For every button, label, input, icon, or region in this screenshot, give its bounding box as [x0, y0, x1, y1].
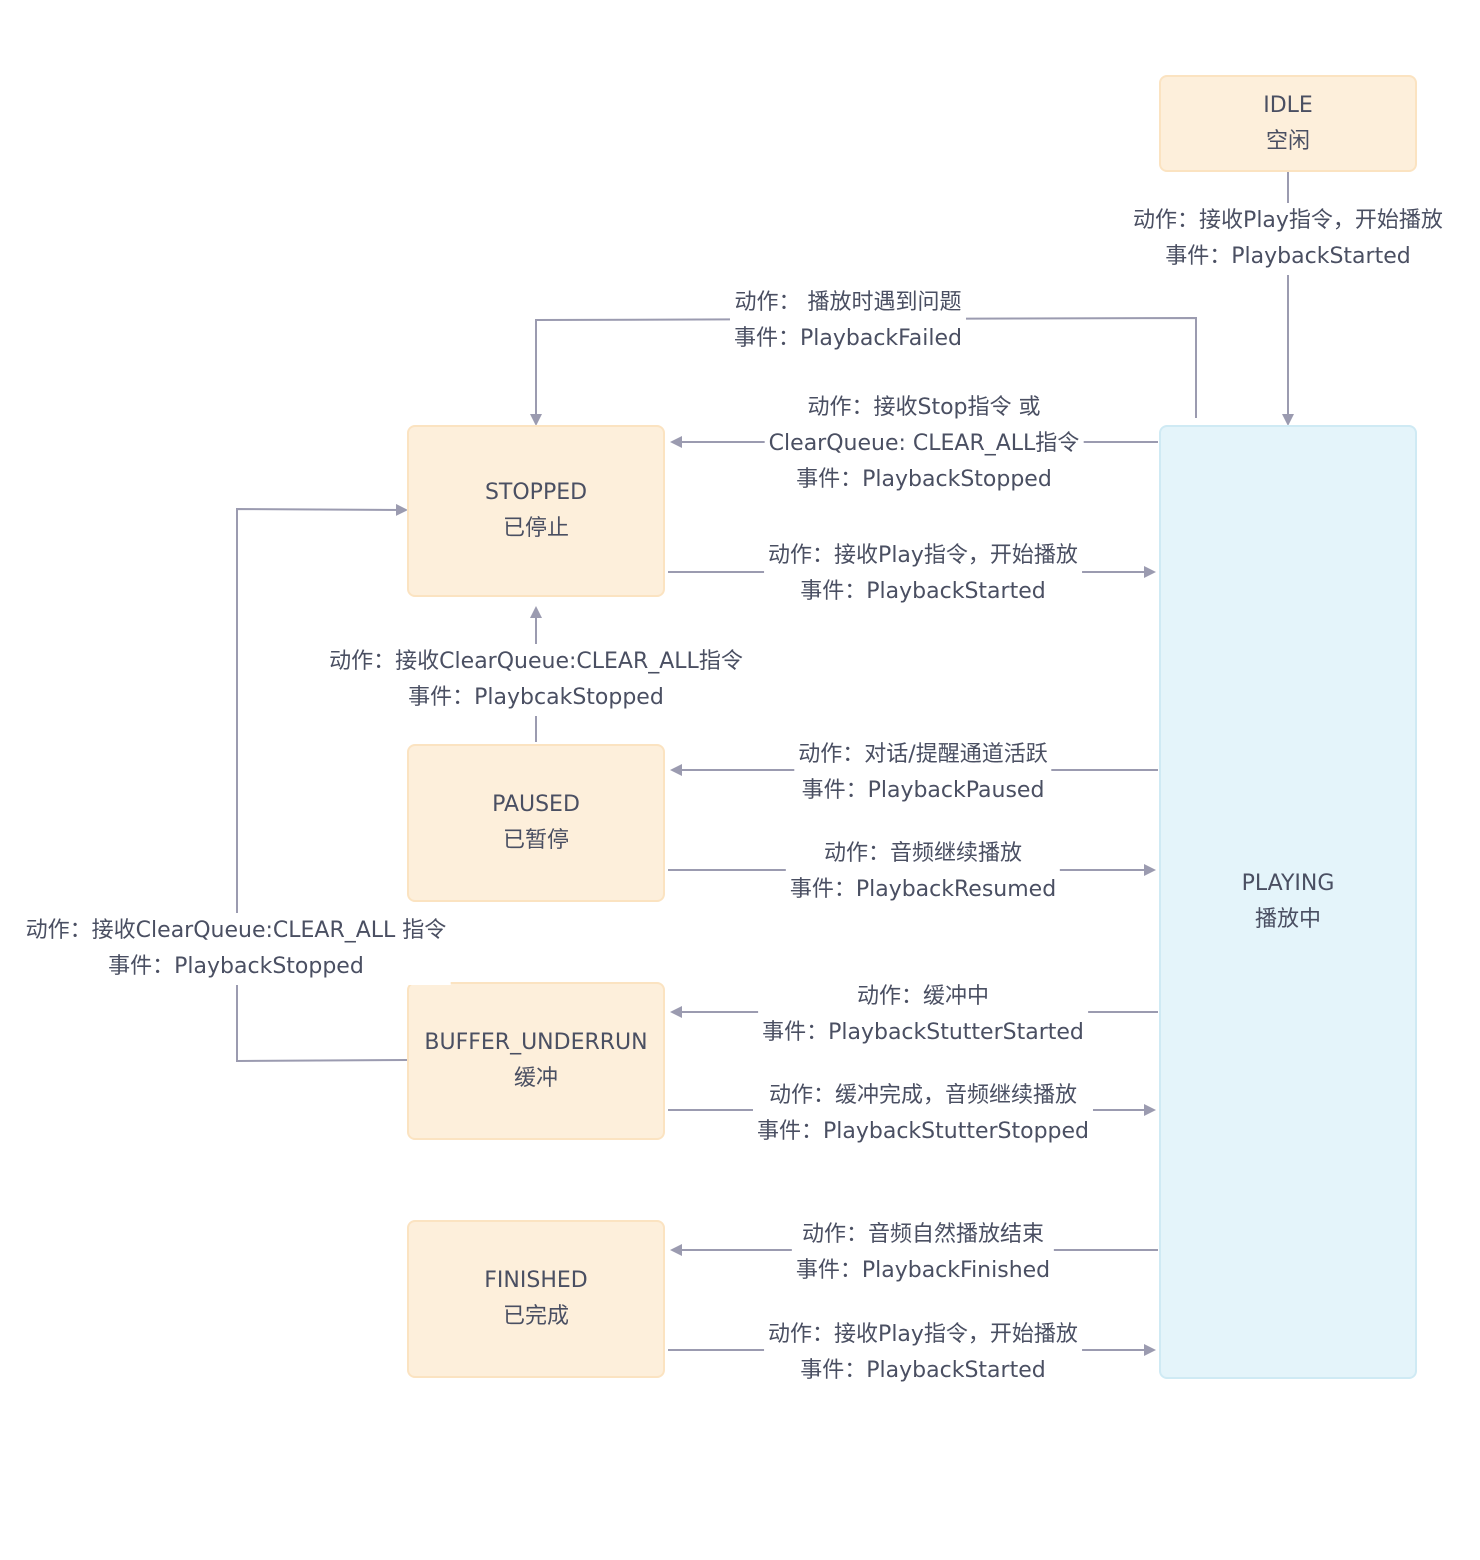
state-idle: IDLE 空闲: [1159, 75, 1417, 172]
label-action: 动作：接收ClearQueue:CLEAR_ALL 指令: [25, 918, 447, 943]
label-action: 动作：接收Play指令，开始播放: [768, 1322, 1078, 1347]
label-buffer-to-playing: 动作：缓冲完成，音频继续播放 事件：PlaybackStutterStopped: [752, 1078, 1094, 1150]
label-event: 事件：PlaybackResumed: [789, 877, 1057, 902]
label-action: 动作：缓冲中: [856, 984, 989, 1009]
state-idle-cn: 空闲: [1265, 128, 1310, 154]
label-action: 动作：音频自然播放结束: [801, 1222, 1045, 1247]
label-event: 事件：PlaybackStutterStarted: [762, 1020, 1084, 1045]
edge-buffer-stopped: [236, 503, 409, 1063]
label-action: 动作：接收Play指令，开始播放: [768, 543, 1078, 568]
label-idle-to-playing: 动作：接收Play指令，开始播放 事件：PlaybackStarted: [1129, 203, 1447, 275]
label-action-2: ClearQueue: CLEAR_ALL指令: [768, 431, 1080, 456]
label-event: 事件：PlaybackStarted: [1165, 244, 1411, 269]
label-stopped-to-playing: 动作：接收Play指令，开始播放 事件：PlaybackStarted: [764, 538, 1082, 610]
label-event: 事件：PlaybackStutterStopped: [756, 1119, 1090, 1144]
state-stopped-name: STOPPED: [484, 480, 588, 505]
label-playing-to-finished: 动作：音频自然播放结束 事件：PlaybackFinished: [791, 1217, 1055, 1289]
label-event: 事件：PlaybackPaused: [801, 778, 1045, 803]
state-paused-cn: 已暂停: [502, 828, 569, 853]
label-event: 事件：PlaybackStarted: [800, 1358, 1046, 1383]
state-buffer-name: BUFFER_UNDERRUN: [424, 1030, 648, 1055]
label-action: 动作：缓冲完成，音频继续播放: [768, 1083, 1078, 1108]
state-finished: FINISHED 已完成: [407, 1220, 665, 1378]
state-idle-name: IDLE: [1263, 92, 1313, 118]
label-action: 动作：接收ClearQueue:CLEAR_ALL指令: [329, 649, 743, 674]
label-event: 事件：PlaybackStopped: [796, 467, 1052, 492]
label-action: 动作： 播放时遇到问题: [734, 290, 962, 315]
state-paused: PAUSED 已暂停: [407, 744, 665, 902]
label-paused-to-playing: 动作：音频继续播放 事件：PlaybackResumed: [785, 836, 1061, 908]
state-stopped-cn: 已停止: [502, 516, 569, 541]
label-event: 事件：PlaybackStarted: [800, 579, 1046, 604]
state-buffer-underrun: BUFFER_UNDERRUN 缓冲: [407, 982, 665, 1140]
label-buffer-to-stopped: 动作：接收ClearQueue:CLEAR_ALL 指令 事件：Playback…: [21, 913, 451, 985]
label-action: 动作：接收Play指令，开始播放: [1133, 208, 1443, 233]
state-stopped: STOPPED 已停止: [407, 425, 665, 597]
label-action: 动作：音频继续播放: [823, 841, 1022, 866]
state-buffer-cn: 缓冲: [513, 1066, 558, 1091]
state-finished-name: FINISHED: [484, 1268, 588, 1293]
state-paused-name: PAUSED: [492, 792, 580, 817]
label-action: 动作：对话/提醒通道活跃: [798, 742, 1048, 767]
label-playing-to-stopped: 动作：接收Stop指令 或 ClearQueue: CLEAR_ALL指令 事件…: [764, 390, 1084, 498]
label-event: 事件：PlaybackFailed: [733, 326, 963, 351]
label-paused-to-stopped: 动作：接收ClearQueue:CLEAR_ALL指令 事件：PlaybcakS…: [325, 644, 747, 716]
state-finished-cn: 已完成: [502, 1304, 569, 1329]
state-playing-cn: 播放中: [1254, 907, 1321, 932]
label-event: 事件：PlaybcakStopped: [408, 685, 664, 710]
label-finished-to-playing: 动作：接收Play指令，开始播放 事件：PlaybackStarted: [764, 1317, 1082, 1389]
state-playing: PLAYING 播放中: [1159, 425, 1417, 1379]
state-playing-name: PLAYING: [1241, 871, 1335, 896]
label-playing-to-paused: 动作：对话/提醒通道活跃 事件：PlaybackPaused: [794, 737, 1052, 809]
label-action: 动作：接收Stop指令 或: [807, 395, 1041, 420]
label-event: 事件：PlaybackStopped: [108, 954, 364, 979]
label-event: 事件：PlaybackFinished: [795, 1258, 1051, 1283]
label-playing-to-buffer: 动作：缓冲中 事件：PlaybackStutterStarted: [758, 979, 1088, 1051]
label-playing-failed: 动作： 播放时遇到问题 事件：PlaybackFailed: [729, 285, 967, 357]
